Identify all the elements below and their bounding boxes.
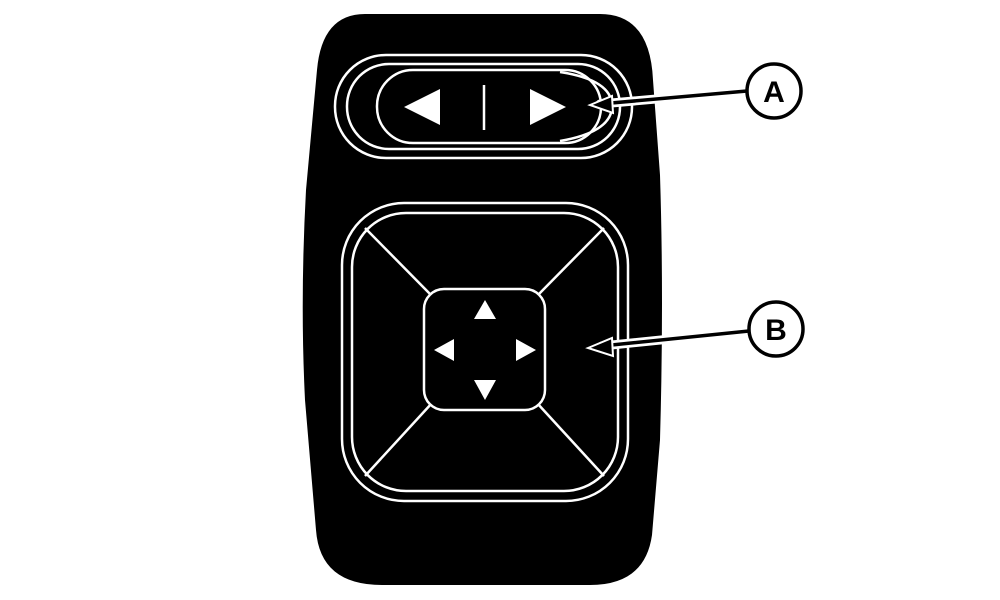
callout-b-arrowhead (585, 336, 615, 358)
triangle-right-icon[interactable] (530, 89, 566, 125)
triangle-up-icon[interactable] (474, 300, 496, 319)
direction-pad-diagonal-top-right (536, 227, 605, 297)
direction-pad-bezel-outer (340, 201, 630, 503)
callout-b-label: B (765, 314, 787, 347)
direction-pad[interactable] (340, 201, 630, 503)
callout-a-bubble (745, 62, 803, 120)
selector-switch-bezel-outer (333, 53, 634, 160)
triangle-right-icon[interactable] (516, 339, 536, 361)
triangle-down-icon[interactable] (474, 380, 496, 400)
direction-pad-bezel-inner (350, 211, 620, 493)
direction-pad-center-button[interactable] (422, 287, 547, 412)
callout-a-arrowhead (587, 94, 615, 115)
triangle-left-icon[interactable] (434, 339, 454, 361)
direction-pad-diagonal-bottom-left (364, 402, 433, 477)
triangle-left-icon[interactable] (404, 89, 440, 125)
callout-b-leader-core (600, 329, 751, 348)
direction-pad-diagonal-bottom-right (536, 402, 605, 477)
callout-a: A (587, 62, 803, 120)
callout-a-label: A (763, 76, 785, 109)
selector-switch[interactable] (333, 53, 634, 160)
direction-pad-diagonal-top-left (364, 227, 433, 297)
callout-b-bubble (747, 300, 805, 358)
callout-b: B (585, 300, 805, 358)
callout-a-leader-core (598, 89, 749, 106)
